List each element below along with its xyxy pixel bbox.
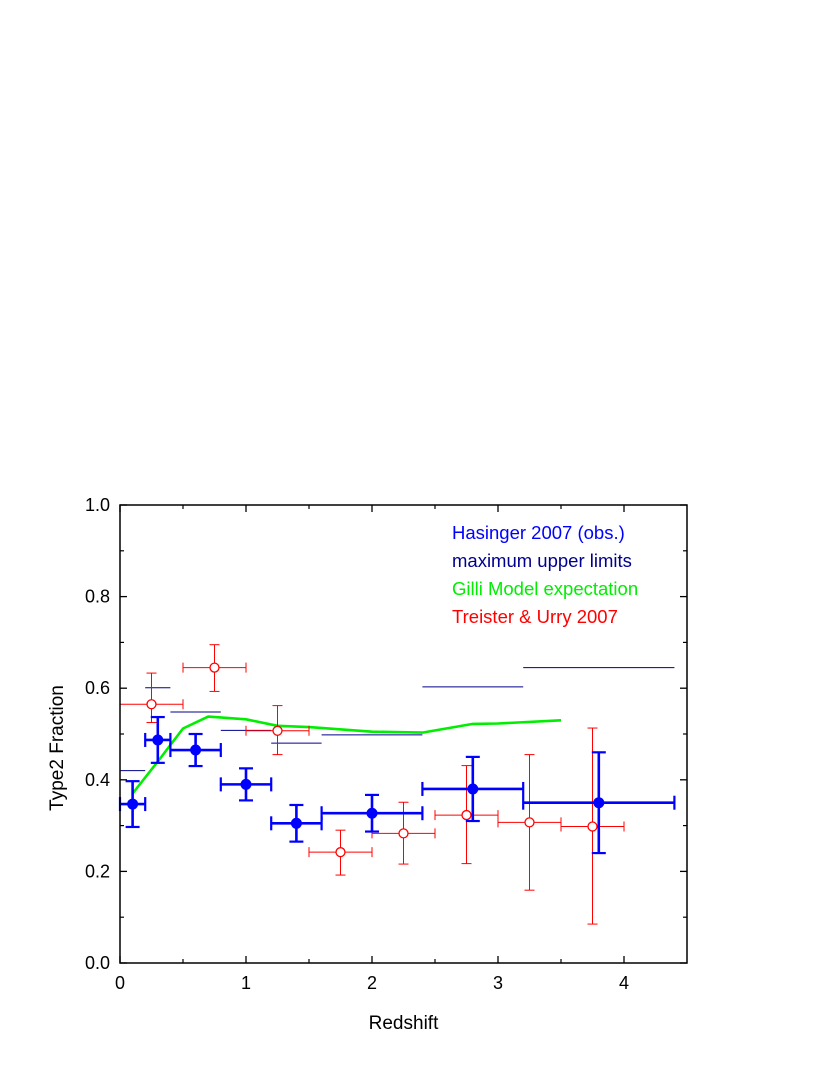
y-tick-label: 1.0 — [85, 495, 110, 515]
open-marker — [587, 821, 598, 832]
filled-marker — [152, 734, 164, 746]
open-marker — [398, 828, 409, 839]
open-marker — [272, 725, 283, 736]
plot-frame — [119, 504, 688, 964]
hasinger-point — [320, 793, 424, 833]
hasinger-point — [169, 732, 222, 768]
legend-item-hasinger: Hasinger 2007 (obs.) — [452, 522, 625, 543]
y-axis-title: Type2 Fraction — [47, 685, 68, 811]
open-marker — [146, 699, 157, 710]
chart-marks — [118, 644, 676, 925]
x-axis-title: Redshift — [369, 1013, 439, 1034]
open-marker — [461, 809, 472, 821]
y-tick-label: 0.6 — [85, 678, 110, 698]
treister-urry-point — [245, 705, 310, 756]
treister-urry-point — [497, 754, 562, 891]
treister-urry-point — [119, 672, 184, 724]
y-tick-label: 0.2 — [85, 861, 110, 881]
gilli-model-line — [131, 715, 562, 795]
open-marker — [209, 662, 220, 673]
legend-item-gilli-model: Gilli Model expectation — [452, 578, 638, 599]
legend-item-treister-urry: Treister & Urry 2007 — [452, 606, 618, 627]
hasinger-point — [118, 780, 147, 829]
filled-marker — [127, 798, 139, 810]
filled-marker — [290, 817, 302, 829]
axis-ticks — [119, 504, 687, 964]
filled-marker — [467, 783, 479, 795]
hasinger-point — [421, 755, 525, 823]
hasinger-point — [522, 751, 676, 855]
treister-urry-point — [308, 829, 373, 876]
filled-marker — [593, 797, 605, 809]
treister-urry-point — [560, 727, 625, 925]
hasinger-point — [144, 715, 172, 764]
treister-urry-point — [371, 801, 436, 865]
x-tick-label: 2 — [367, 973, 377, 993]
x-tick-label: 3 — [493, 973, 503, 993]
open-marker — [335, 847, 346, 858]
y-tick-label: 0.4 — [85, 770, 110, 790]
treister-urry-point — [434, 765, 499, 865]
legend-item-upper-limits: maximum upper limits — [452, 550, 632, 571]
treister-urry-point — [182, 644, 247, 692]
y-tick-label: 0.0 — [85, 953, 110, 973]
x-tick-label: 4 — [619, 973, 629, 993]
filled-marker — [240, 778, 252, 790]
x-tick-label: 1 — [241, 973, 251, 993]
legend: Hasinger 2007 (obs.) maximum upper limit… — [452, 522, 638, 627]
hasinger-point — [270, 803, 323, 843]
filled-marker — [190, 744, 202, 756]
hasinger-point — [219, 767, 273, 802]
filled-marker — [366, 807, 378, 819]
axis-tick-labels: 0 1 2 3 4 0.0 0.2 0.4 0.6 0.8 1.0 — [85, 495, 629, 993]
open-marker — [524, 817, 535, 828]
y-tick-label: 0.8 — [85, 587, 110, 607]
x-tick-label: 0 — [115, 973, 125, 993]
